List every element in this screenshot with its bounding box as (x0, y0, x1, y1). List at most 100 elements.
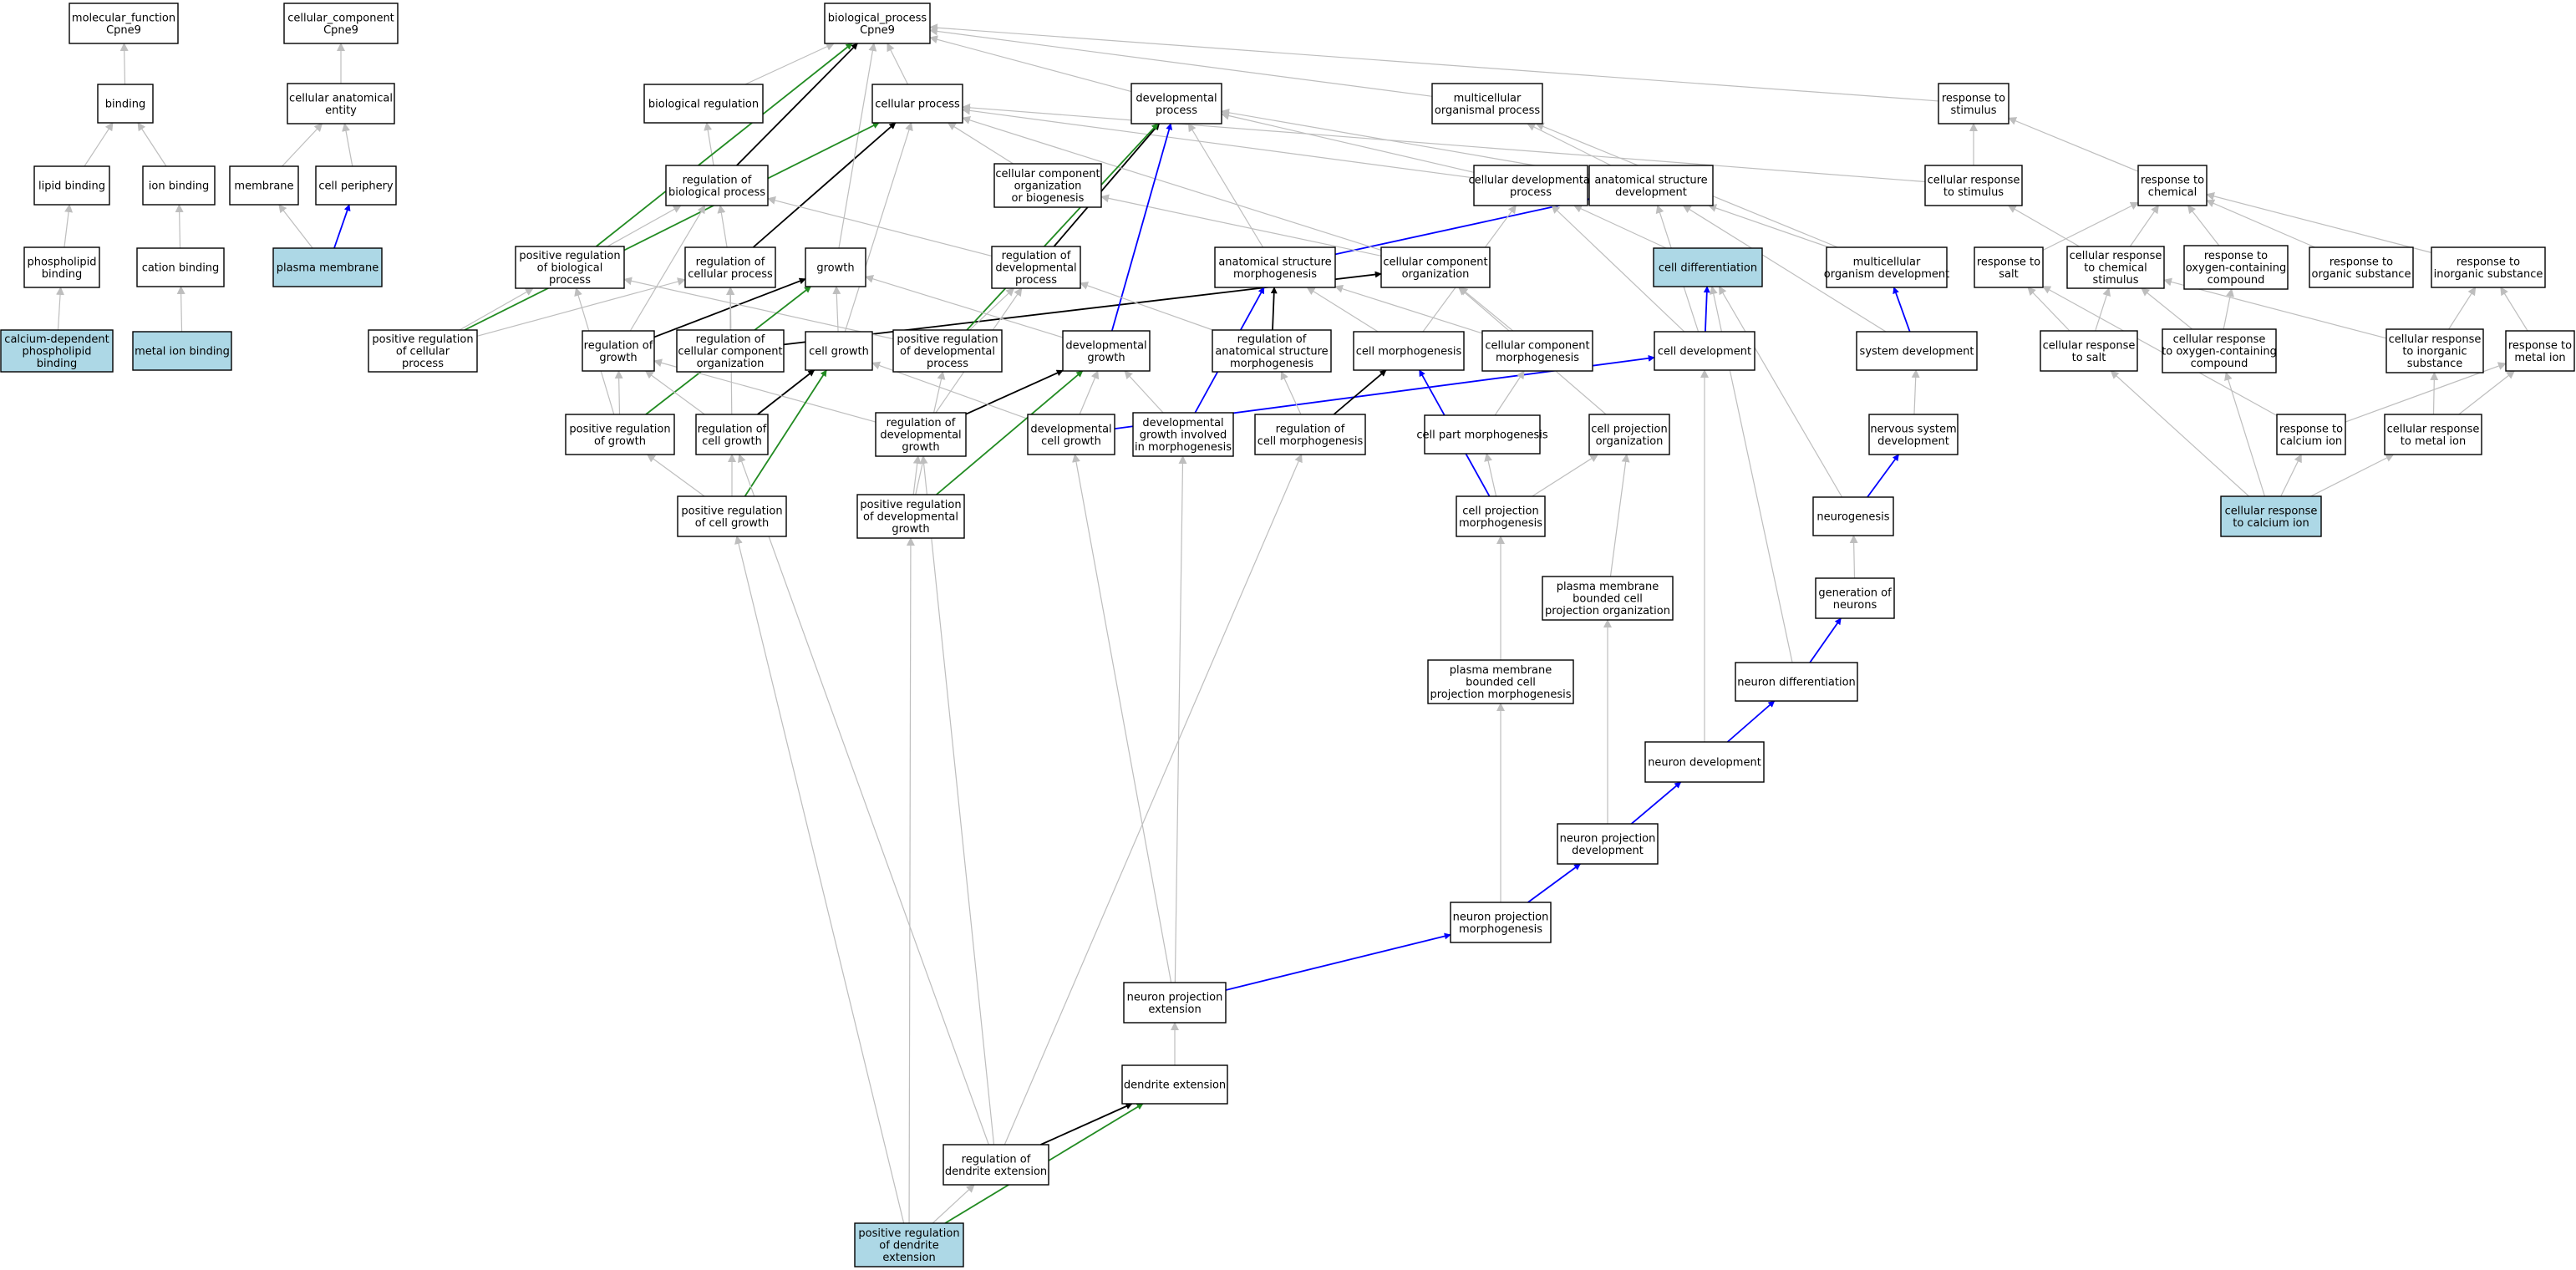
edge-celldiff-to-cdp (1573, 205, 1667, 249)
edge-ionb-to-binding (137, 122, 167, 167)
node-label-line: positive regulation (372, 333, 473, 346)
node-label-line: compound (2191, 358, 2248, 370)
go-term-node-neurogenesis[interactable]: neurogenesis (1812, 496, 1894, 536)
go-term-node-neurdiff[interactable]: neuron differentiation (1735, 662, 1858, 702)
go-term-node-membrane[interactable]: membrane (229, 165, 299, 206)
go-term-node-dendext[interactable]: dendrite extension (1121, 1064, 1228, 1105)
go-term-node-mib[interactable]: metal ion binding (132, 331, 232, 371)
node-label-line: cellular response (2070, 250, 2162, 262)
node-label-line: process (402, 358, 444, 370)
edge-regg-to-regbp (629, 205, 706, 332)
go-term-node-sysdev[interactable]: system development (1856, 331, 1978, 371)
go-term-node-neurdev[interactable]: neuron development (1644, 741, 1765, 783)
go-term-node-lipidb[interactable]: lipid binding (33, 165, 110, 206)
go-term-node-cellmorph[interactable]: cell morphogenesis (1353, 331, 1465, 371)
edge-pm-to-cellper (333, 204, 351, 249)
node-label-line: biological process (668, 186, 765, 199)
go-term-node-celldev[interactable]: cell development (1654, 331, 1755, 371)
go-term-node-cellper[interactable]: cell periphery (315, 165, 397, 206)
node-label-line: response to (1942, 92, 2005, 104)
edge-prg-to-regg (614, 370, 623, 415)
edge-regde-to-regdg (919, 455, 995, 1146)
go-term-node-growth[interactable]: growth (805, 247, 866, 287)
edge-cellproc-to-bp (887, 43, 909, 85)
go-term-node-bioreg[interactable]: biological regulation (643, 84, 764, 124)
node-label-line: regulation of (584, 339, 653, 352)
node-box (824, 3, 931, 44)
node-label-line: projection morphogenesis (1430, 688, 1571, 701)
go-term-node-binding[interactable]: binding (97, 84, 154, 124)
go-term-node-celldiff[interactable]: cell differentiation (1653, 247, 1763, 287)
go-term-node-pm[interactable]: plasma membrane (272, 247, 383, 287)
go-term-node-ionb[interactable]: ion binding (142, 165, 216, 206)
edge-rtsalt-to-rtc (2042, 201, 2139, 251)
edge-cellmorph-to-asm (1306, 287, 1379, 333)
go-term-node-cellproc[interactable]: cellular process (871, 84, 963, 124)
go-term-node-cellgrowth[interactable]: cell growth (805, 331, 873, 371)
node-label-line: system development (1860, 346, 1974, 358)
edge-crci-to-rtci (2280, 454, 2302, 497)
go-term-node-cationb[interactable]: cation binding (136, 247, 225, 287)
go-term-node-cpm[interactable]: cell part morphogenesis (1416, 414, 1548, 455)
